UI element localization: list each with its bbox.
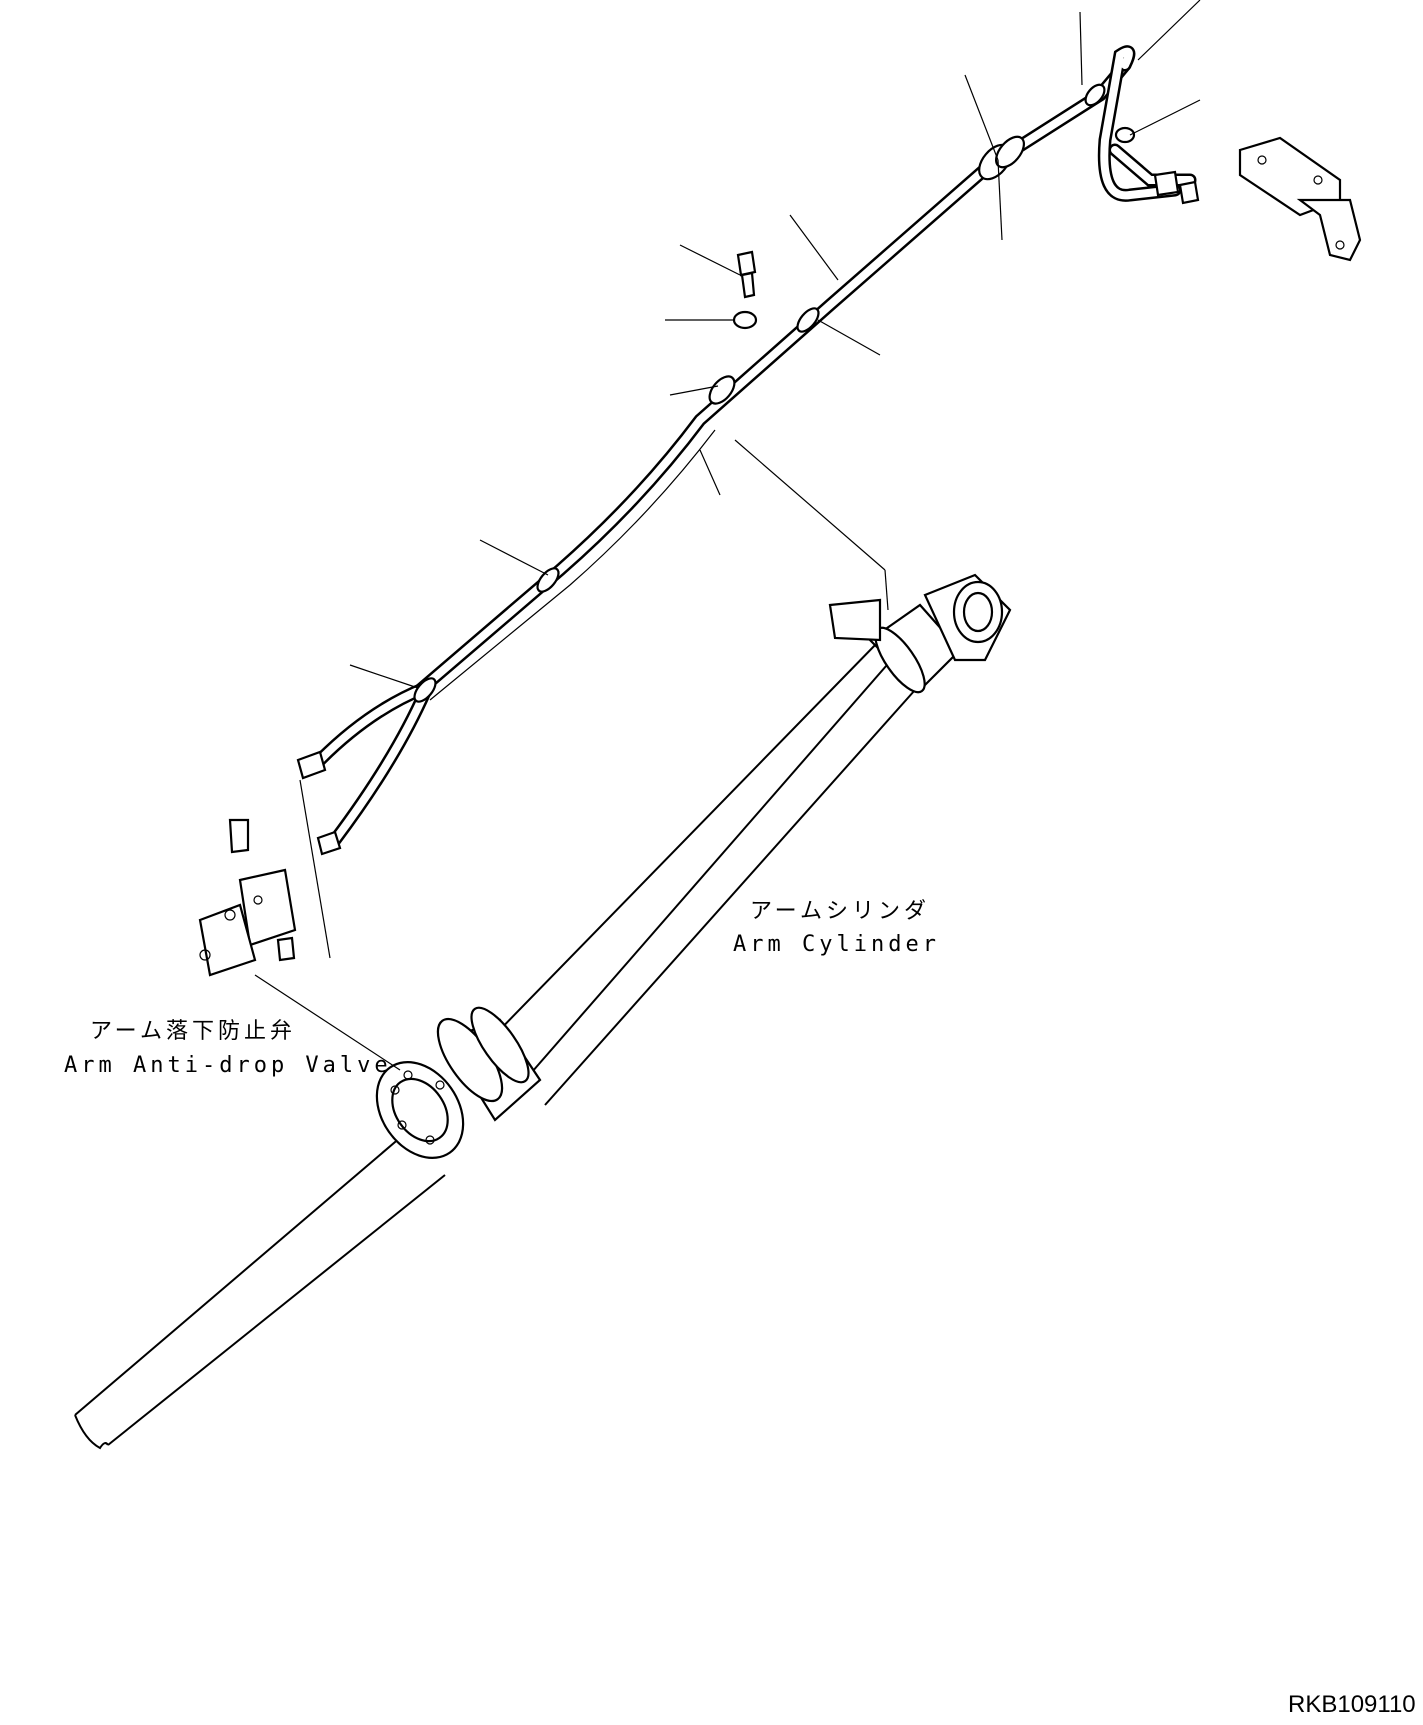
- drawing-code: RKB109110: [1288, 1691, 1416, 1718]
- arm-cylinder: [74, 573, 1012, 1450]
- anti-drop-valve-label-en: Arm Anti-drop Valve: [64, 1053, 392, 1078]
- hose-clamps: [413, 83, 1136, 703]
- bolt: [736, 250, 757, 299]
- anti-drop-valve-label-jp: アーム落下防止弁: [90, 1019, 296, 1044]
- arm-cylinder-label-en: Arm Cylinder: [733, 932, 940, 957]
- anti-drop-valve: [198, 818, 297, 977]
- hose-fittings: [296, 170, 1200, 856]
- hose-assembly: [313, 45, 1197, 847]
- cylinder-bottom-end: [828, 573, 1012, 694]
- washer: [732, 310, 758, 330]
- arm-cylinder-label-jp: アームシリンダ: [750, 899, 930, 924]
- cylinder-head-gland: [375, 1006, 542, 1159]
- leader-lines: [254, 0, 1201, 1071]
- mounting-bracket: [1238, 136, 1362, 262]
